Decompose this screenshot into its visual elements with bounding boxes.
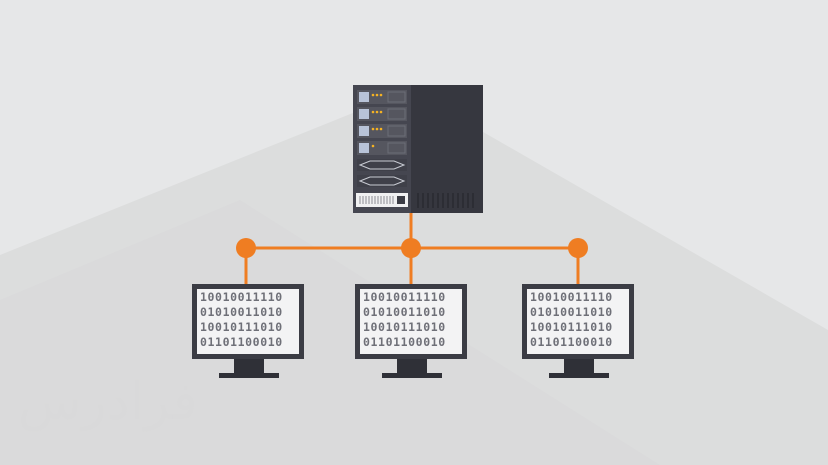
binary-line: 01101100010 xyxy=(530,335,613,349)
binary-line: 01010011010 xyxy=(200,305,283,319)
server-drive-2 xyxy=(357,107,407,121)
binary-line: 10010111010 xyxy=(363,320,446,334)
long-shadow-inner xyxy=(0,200,660,465)
monitor-center-binary: 10010011110 01010011010 10010111010 0110… xyxy=(363,290,446,350)
monitor-right-binary: 10010011110 01010011010 10010111010 0110… xyxy=(530,290,613,350)
binary-line: 10010011110 xyxy=(200,290,283,304)
binary-line: 01101100010 xyxy=(363,335,446,349)
server-drive-1 xyxy=(357,90,407,104)
monitor-left xyxy=(192,284,304,378)
server-slot-2 xyxy=(357,175,407,187)
binary-line: 10010011110 xyxy=(363,290,446,304)
watermark-logo: فرادرس xyxy=(18,372,198,432)
monitor-center xyxy=(355,284,467,378)
binary-line: 10010111010 xyxy=(530,320,613,334)
binary-line: 10010111010 xyxy=(200,320,283,334)
server-slot-1 xyxy=(357,159,407,171)
server-drive-4 xyxy=(357,141,407,155)
connector-node-center xyxy=(401,238,421,258)
server-rack xyxy=(353,85,483,213)
binary-line: 01010011010 xyxy=(530,305,613,319)
connector-node-left xyxy=(236,238,256,258)
connector-node-right xyxy=(568,238,588,258)
binary-line: 01101100010 xyxy=(200,335,283,349)
monitor-right xyxy=(522,284,634,378)
server-side-vent xyxy=(417,193,474,208)
server-drive-3 xyxy=(357,124,407,138)
binary-line: 10010011110 xyxy=(530,290,613,304)
server-vent xyxy=(356,193,408,207)
monitor-left-binary: 10010011110 01010011010 10010111010 0110… xyxy=(200,290,283,350)
binary-line: 01010011010 xyxy=(363,305,446,319)
